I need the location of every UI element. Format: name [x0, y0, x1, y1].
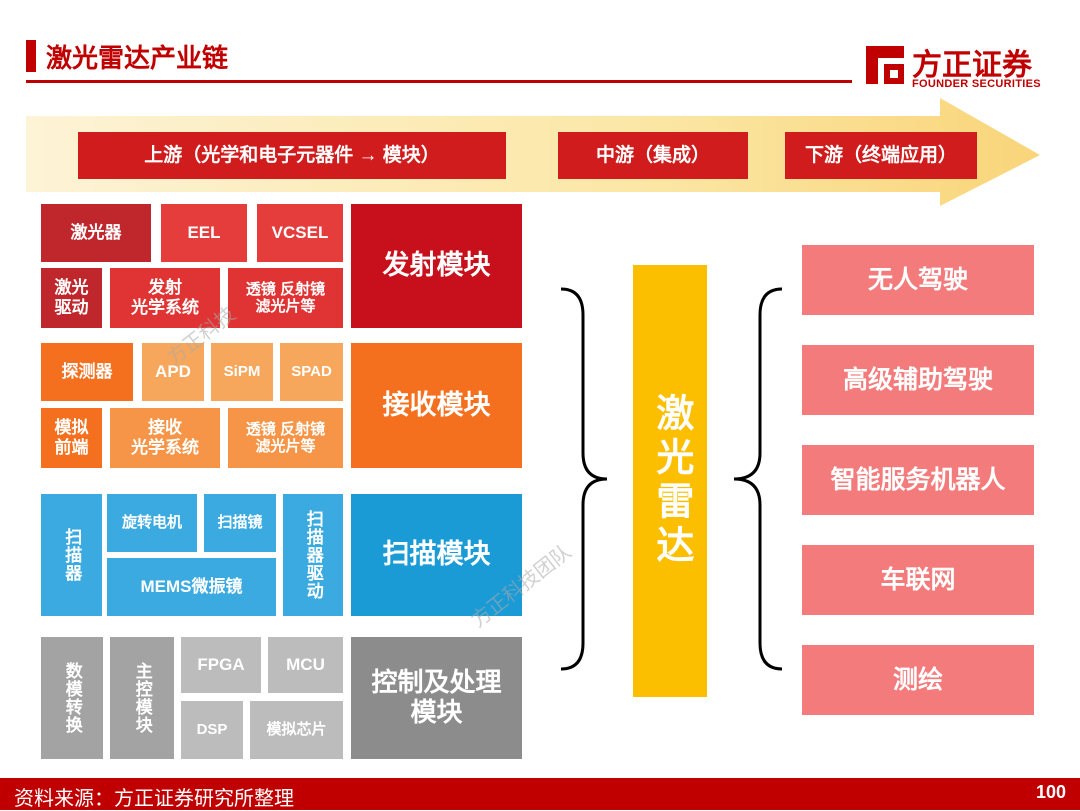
scanner-driver-box: 扫描器驱动	[283, 494, 343, 616]
receive-filters-box: 透镜 反射镜 滤光片等	[228, 408, 343, 468]
source-note: 资料来源：方正证券研究所整理	[14, 788, 294, 810]
main-control-box: 主控模块	[110, 637, 174, 759]
logo-name-cn: 方正证券	[912, 49, 1032, 82]
analog-chip-box: 模拟芯片	[250, 701, 343, 759]
application-iov: 车联网	[802, 545, 1034, 615]
analog-frontend-box: 模拟 前端	[41, 408, 102, 468]
lidar-box: 激光雷达	[633, 265, 707, 697]
transmit-module-box: 发射模块	[351, 204, 522, 328]
page-number: 100	[1035, 782, 1066, 802]
vcsel-box: VCSEL	[257, 204, 343, 262]
stage-midstream: 中游（集成）	[558, 132, 748, 179]
transmit-optics-box: 发射 光学系统	[110, 268, 220, 328]
scan-module-box: 扫描模块	[351, 494, 522, 616]
sipm-box: SiPM	[211, 343, 273, 401]
footer-bar	[0, 778, 1080, 810]
mcu-box: MCU	[268, 637, 343, 693]
scan-mirror-box: 扫描镜	[204, 494, 276, 552]
spad-box: SPAD	[280, 343, 343, 401]
laser-driver-box: 激光 驱动	[41, 268, 102, 328]
application-service-robot: 智能服务机器人	[802, 445, 1034, 515]
stage-downstream: 下游（终端应用）	[785, 132, 977, 179]
receive-optics-box: 接收 光学系统	[110, 408, 220, 468]
control-module-box: 控制及处理 模块	[351, 637, 522, 759]
application-adas: 高级辅助驾驶	[802, 345, 1034, 415]
application-mapping: 测绘	[802, 645, 1034, 715]
laser-box: 激光器	[41, 204, 151, 262]
adc-box: 数模转换	[41, 637, 103, 759]
detector-box: 探测器	[41, 343, 133, 401]
left-brace	[560, 287, 608, 671]
stage-upstream: 上游（光学和电子元器件 → 模块）	[78, 132, 506, 179]
founder-logo-icon	[866, 46, 904, 84]
fpga-box: FPGA	[181, 637, 261, 693]
rotating-motor-box: 旋转电机	[107, 494, 197, 552]
right-brace	[733, 287, 783, 671]
title-underline	[26, 80, 852, 83]
mems-mirror-box: MEMS微振镜	[107, 558, 276, 616]
apd-box: APD	[142, 343, 204, 401]
title-accent-bar	[26, 40, 36, 72]
eel-box: EEL	[161, 204, 247, 262]
logo-name-en: FOUNDER SECURITIES	[912, 78, 1041, 90]
transmit-filters-box: 透镜 反射镜 滤光片等	[228, 268, 343, 328]
application-autonomous-driving: 无人驾驶	[802, 245, 1034, 315]
receive-module-box: 接收模块	[351, 343, 522, 468]
dsp-box: DSP	[181, 701, 243, 759]
scanner-box: 扫描器	[41, 494, 102, 616]
page-title: 激光雷达产业链	[46, 43, 229, 73]
